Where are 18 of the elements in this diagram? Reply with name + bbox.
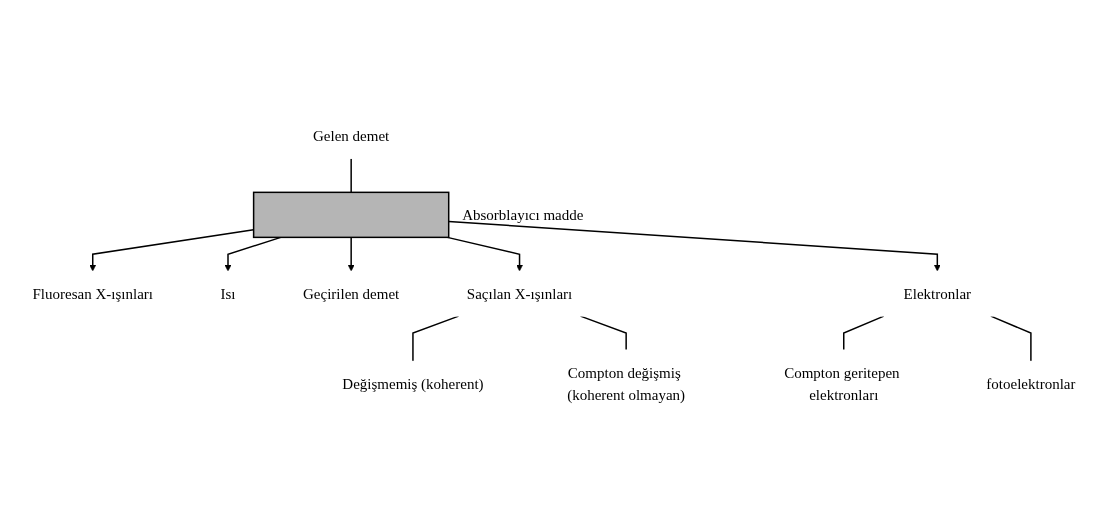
arrow [446,236,523,272]
node-text: Fluoresan X-ışınları [32,285,153,302]
connector [349,157,352,194]
node-text: Elektronlar [903,285,971,302]
node-text: Geçirilen demet [302,285,399,302]
arrow [447,220,941,272]
arrow [88,228,254,272]
node-text: fotoelektronlar [985,375,1075,392]
node-text: Saçılan X-ışınları [466,285,572,302]
node-text: Gelen demet [312,127,389,145]
node-text: Isı [220,285,235,302]
connector [411,315,459,362]
node-text: Compton değişmiş (koherent olmayan) [566,364,685,404]
arrow [347,236,354,272]
node-text: Compton geritepen elektronları [783,364,900,404]
node-label: Absorblayıcı madde [461,207,583,224]
node-bar [252,191,449,239]
node-text: Değişmemiş (koherent) [341,375,484,392]
